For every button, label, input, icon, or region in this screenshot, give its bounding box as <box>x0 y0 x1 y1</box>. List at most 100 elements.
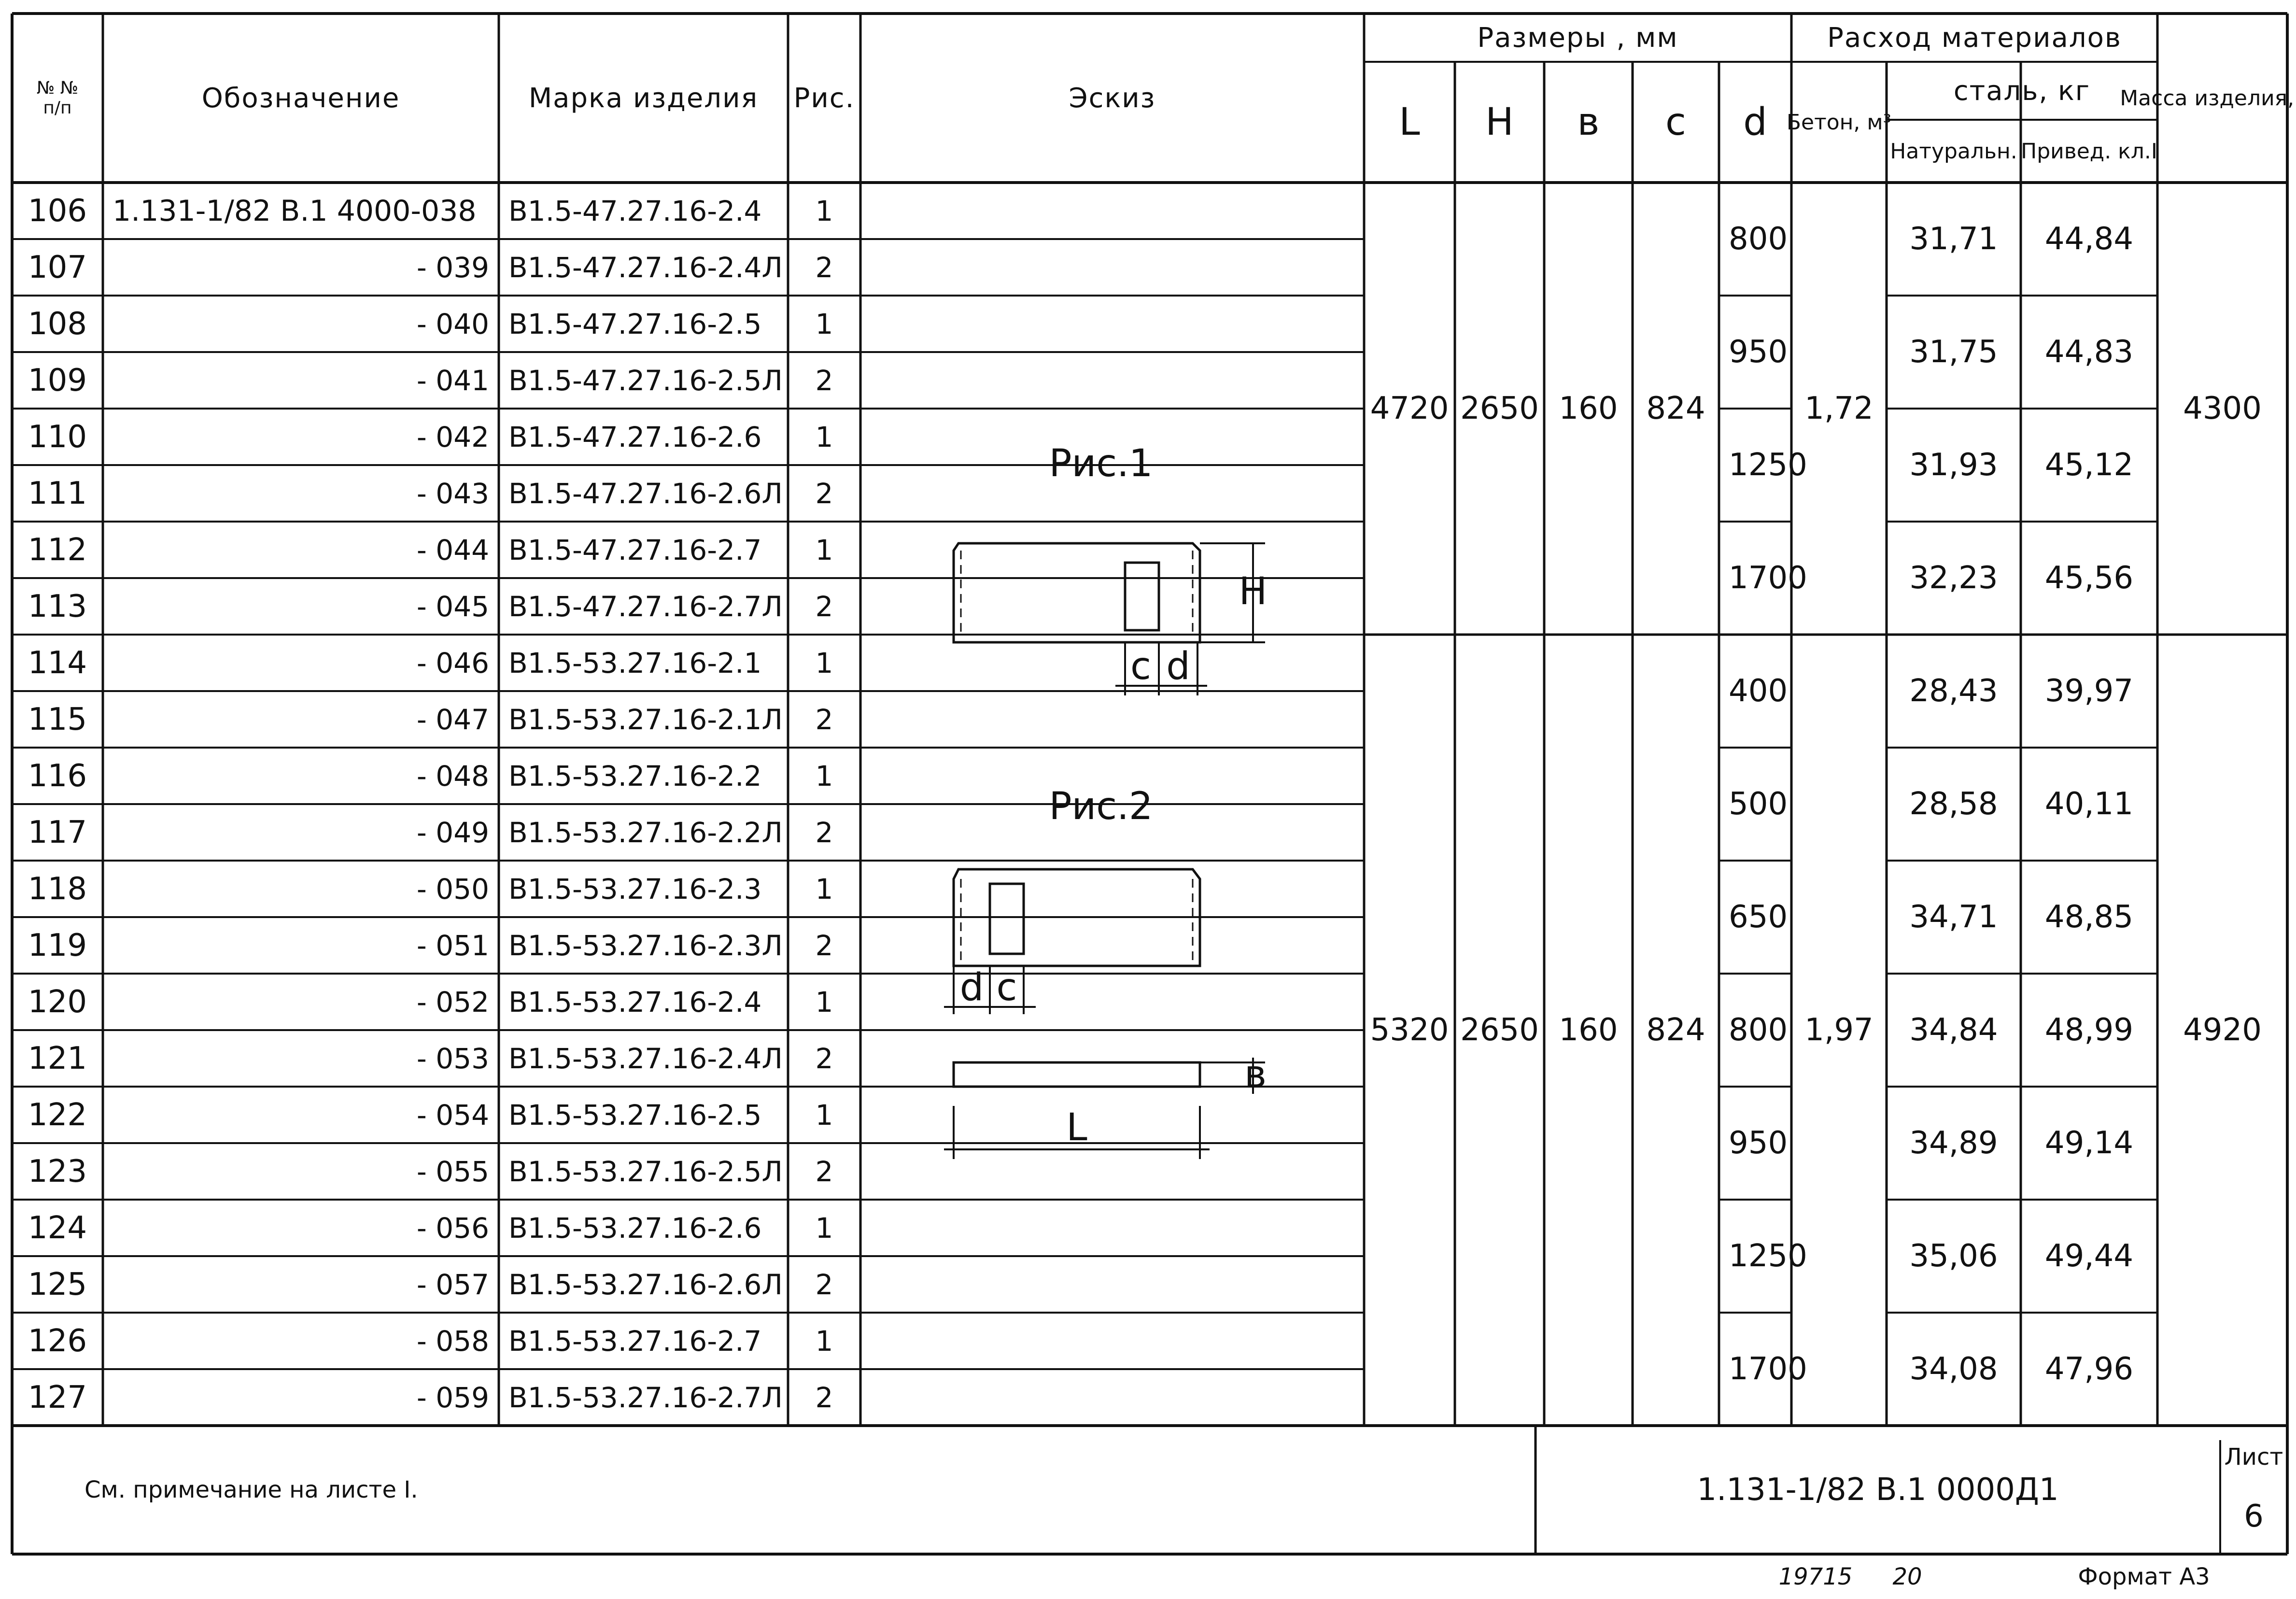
header-dim-b: в <box>1577 100 1600 144</box>
group1-natural: 31,93 <box>1909 447 1998 483</box>
group2-natural: 34,84 <box>1909 1012 1998 1048</box>
group1-natural: 32,23 <box>1909 560 1998 596</box>
row-number: 112 <box>28 532 87 568</box>
group2-concrete: 1,97 <box>1804 1012 1873 1048</box>
row-fig: 1 <box>815 307 833 340</box>
fig2-label: Рис.2 <box>1049 785 1153 828</box>
stamp-copies: 20 <box>1892 1563 1922 1590</box>
group2-reduced: 49,14 <box>2044 1125 2134 1161</box>
row-number: 118 <box>28 871 87 907</box>
row-number: 117 <box>28 814 87 850</box>
header-dim-d: d <box>1743 100 1767 144</box>
header-materials: Расход материалов <box>1827 22 2122 54</box>
group2-natural: 35,06 <box>1909 1238 1998 1274</box>
group2-reduced: 47,96 <box>2044 1351 2134 1387</box>
header-reduced: Привед. кл.I <box>2021 139 2157 164</box>
row-designation: - 058 <box>416 1324 489 1358</box>
row-number: 123 <box>28 1153 87 1189</box>
row-number: 113 <box>28 588 87 624</box>
fig1-d: d <box>1166 645 1190 688</box>
group1-reduced: 44,84 <box>2044 221 2134 257</box>
row-number: 119 <box>28 927 87 963</box>
group1-c: 824 <box>1646 391 1705 426</box>
footer-sheet-label: Лист <box>2224 1443 2283 1471</box>
row-mark: В1.5-53.27.16-2.3 <box>508 872 762 906</box>
fig2-dim-dc <box>944 966 1036 1014</box>
row-designation: - 040 <box>416 307 489 340</box>
row-fig: 1 <box>815 420 833 453</box>
group2-reduced: 40,11 <box>2044 786 2134 822</box>
row-fig: 2 <box>815 1381 833 1414</box>
row-mark: В1.5-53.27.16-2.7 <box>508 1324 762 1358</box>
row-fig: 2 <box>815 929 833 962</box>
row-designation: - 051 <box>416 929 489 962</box>
row-fig: 2 <box>815 703 833 736</box>
group2-natural: 28,58 <box>1909 786 1998 822</box>
row-fig: 2 <box>815 477 833 510</box>
row-designation: - 039 <box>416 251 489 284</box>
group2-d: 1250 <box>1729 1238 1807 1274</box>
group2-d: 400 <box>1729 673 1788 709</box>
row-fig: 2 <box>815 1155 833 1188</box>
header-steel: сталь, кг <box>1953 75 2091 107</box>
header-sketch: Эскиз <box>1069 82 1156 114</box>
fig1-dim-cd <box>1115 642 1207 695</box>
row-mark: В1.5-47.27.16-2.7 <box>508 533 762 566</box>
group2-d: 1700 <box>1729 1351 1807 1387</box>
group2-reduced: 48,99 <box>2044 1012 2134 1048</box>
fig1-label: Рис.1 <box>1049 442 1153 485</box>
fig2-c: c <box>996 966 1017 1009</box>
row-designation: - 043 <box>416 477 489 510</box>
group1-L: 4720 <box>1370 391 1449 426</box>
group2-d: 650 <box>1729 899 1788 935</box>
section-dim-b <box>1200 1058 1265 1094</box>
row-mark: В1.5-47.27.16-2.5 <box>508 307 762 340</box>
header-designation: Обозначение <box>201 82 400 114</box>
row-fig: 2 <box>815 816 833 849</box>
row-designation: - 042 <box>416 420 489 453</box>
group2-natural: 28,43 <box>1909 673 1998 709</box>
group2-d: 950 <box>1729 1125 1788 1161</box>
row-designation: - 052 <box>416 985 489 1019</box>
row-number: 126 <box>28 1323 87 1359</box>
row-mark: В1.5-53.27.16-2.6 <box>508 1211 762 1245</box>
row-mark: В1.5-53.27.16-2.2 <box>508 759 762 792</box>
fig1-dim-H <box>1200 542 1265 643</box>
row-designation: - 044 <box>416 533 489 566</box>
header-mark: Марка изделия <box>528 82 759 114</box>
group1-reduced: 45,12 <box>2044 447 2134 483</box>
row-designation: - 056 <box>416 1211 489 1245</box>
row-designation: 1.131-1/82 В.1 4000-038 <box>113 194 477 228</box>
header-mass: Масса изделия, кг <box>2120 85 2296 111</box>
row-designation: - 055 <box>416 1155 489 1188</box>
row-mark: В1.5-53.27.16-2.7Л <box>508 1381 783 1414</box>
row-fig: 1 <box>815 194 833 227</box>
row-mark: В1.5-47.27.16-2.5Л <box>508 364 783 397</box>
group2-reduced: 49,44 <box>2044 1238 2134 1274</box>
row-designation: - 041 <box>416 364 489 397</box>
group1-reduced: 45,56 <box>2044 560 2134 596</box>
group2-natural: 34,08 <box>1909 1351 1998 1387</box>
header-dim-H: H <box>1485 100 1514 144</box>
header-dim-c: c <box>1665 100 1686 144</box>
row-number: 106 <box>28 193 87 229</box>
row-fig: 1 <box>815 1098 833 1132</box>
fig1-outline <box>952 542 1201 644</box>
row-number: 109 <box>28 362 87 398</box>
section-L: L <box>1066 1106 1087 1149</box>
fig2-d: d <box>959 966 984 1009</box>
row-mark: В1.5-47.27.16-2.4Л <box>508 251 783 284</box>
row-fig: 1 <box>815 872 833 906</box>
row-designation: - 049 <box>416 816 489 849</box>
row-mark: В1.5-53.27.16-2.1Л <box>508 703 783 736</box>
row-mark: В1.5-53.27.16-2.4Л <box>508 1042 783 1075</box>
row-number: 111 <box>28 475 87 511</box>
header-natural: Натуральн. <box>1890 139 2017 164</box>
row-number: 127 <box>28 1379 87 1415</box>
group2-d: 500 <box>1729 786 1788 822</box>
group1-b: 160 <box>1559 391 1618 426</box>
row-fig: 1 <box>815 646 833 679</box>
row-designation: - 059 <box>416 1381 489 1414</box>
